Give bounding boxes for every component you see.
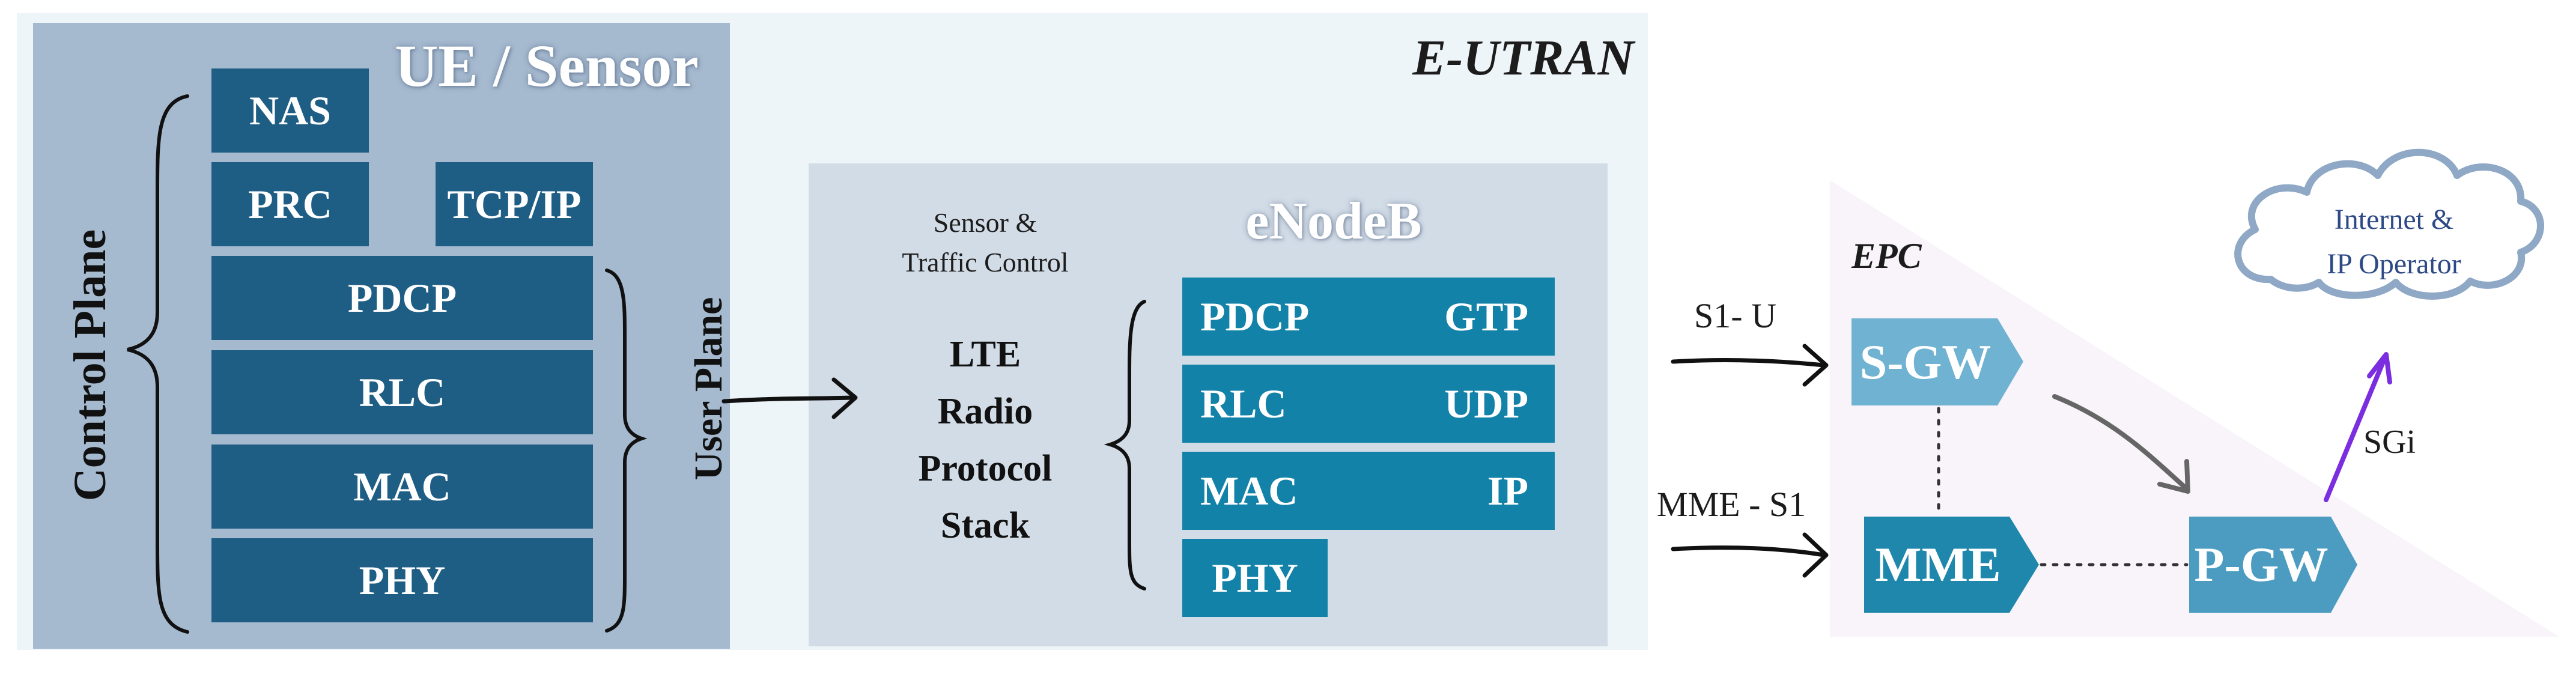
ue-layer-phy: PHY — [211, 538, 593, 622]
cloud-icon — [2234, 148, 2544, 300]
enodeb-row-mac-ip: MAC IP — [1182, 452, 1555, 530]
enodeb-mac: MAC — [1200, 467, 1298, 514]
ue-sensor-title: UE / Sensor — [395, 32, 699, 99]
pgw-shape — [2189, 517, 2357, 613]
s1u-arrow-icon — [1671, 358, 1826, 368]
mme-shape — [1864, 517, 2039, 613]
sgw-to-pgw-arrow-icon — [2052, 394, 2188, 490]
mme-node: MME — [1875, 537, 2001, 592]
user-plane-brace-icon — [605, 269, 648, 633]
cloud-text-line1: Internet & — [2334, 204, 2454, 235]
enodeb-row-pdcp-gtp: PDCP GTP — [1182, 278, 1555, 356]
ue-layer-prc: PRC — [211, 162, 369, 246]
lte-stack-line2: Radio — [937, 391, 1033, 432]
control-plane-brace-icon — [127, 94, 189, 634]
lte-stack-line1: LTE — [949, 334, 1021, 375]
enodeb-ip: IP — [1487, 467, 1528, 514]
ue-layer-mac: MAC — [211, 445, 593, 529]
lte-stack-line3: Protocol — [918, 448, 1053, 489]
enodeb-phy: PHY — [1182, 539, 1328, 617]
sensor-traffic-note-line2: Traffic Control — [902, 247, 1069, 278]
epc-title: EPC — [1852, 236, 1922, 276]
e-utran-title: E-UTRAN — [1412, 30, 1634, 86]
enodeb-udp: UDP — [1444, 380, 1528, 426]
lte-stack-line4: Stack — [940, 505, 1030, 546]
sensor-traffic-note-line1: Sensor & — [933, 207, 1037, 238]
ue-layer-tcpip: TCP/IP — [436, 162, 593, 246]
sgi-label: SGi — [2363, 423, 2416, 461]
mme-s1-label: MME - S1 — [1657, 485, 1806, 524]
sgi-arrow-icon — [2324, 358, 2386, 502]
ue-layer-rlc: RLC — [211, 350, 593, 434]
enodeb-gtp: GTP — [1444, 293, 1528, 339]
sgw-shape — [1852, 318, 2023, 405]
enodeb-rlc: RLC — [1200, 380, 1287, 426]
ue-layer-pdcp: PDCP — [211, 256, 593, 340]
enodeb-pdcp: PDCP — [1200, 293, 1310, 339]
mme-s1-arrow-icon — [1671, 545, 1826, 557]
s1u-label: S1- U — [1694, 296, 1776, 335]
cloud-text-line2: IP Operator — [2327, 248, 2461, 280]
enodeb-brace-icon — [1104, 300, 1146, 590]
enodeb-title: eNodeB — [1245, 192, 1422, 250]
pgw-node: P-GW — [2194, 537, 2328, 592]
enodeb-row-rlc-udp: RLC UDP — [1182, 365, 1555, 443]
ue-layer-nas: NAS — [211, 68, 369, 153]
sgw-node: S-GW — [1859, 334, 1991, 389]
ue-to-enodeb-arrow-icon — [721, 395, 854, 404]
